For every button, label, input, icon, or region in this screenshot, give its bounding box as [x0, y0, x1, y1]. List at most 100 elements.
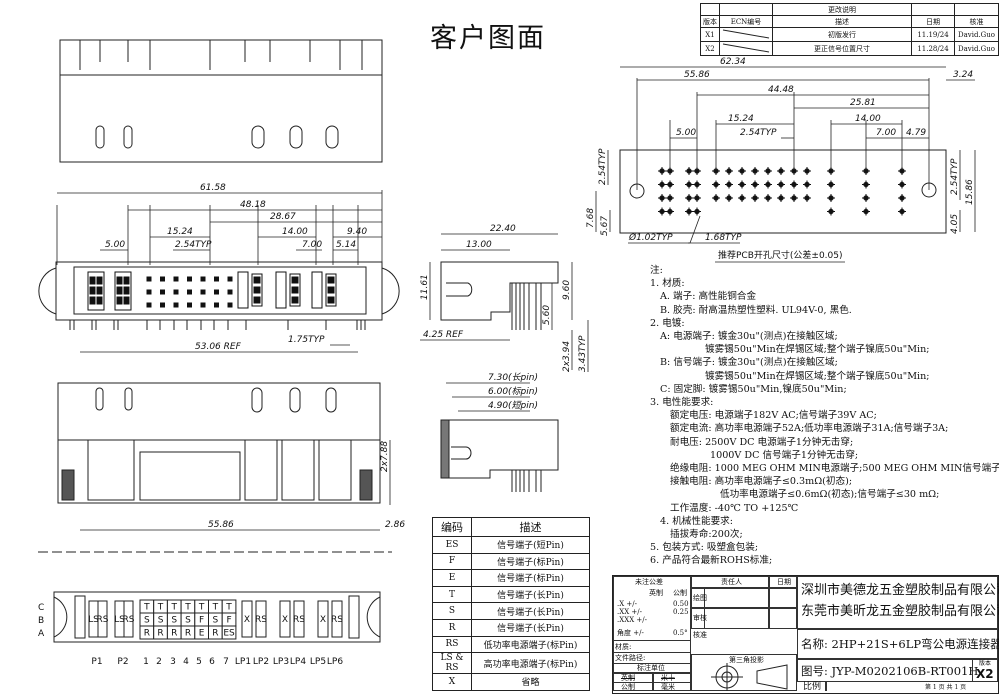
note-line: 镀雾锡50u"Min在焊锡区域;整个端子镍底50u"Min;	[705, 370, 930, 382]
contact	[89, 276, 96, 285]
mating-face-view	[38, 261, 400, 330]
legend-header-code: 编码	[432, 517, 472, 537]
tolerance-title: 未注公差	[635, 578, 663, 586]
pin-row-label: A	[38, 629, 45, 639]
dimension-label: 9.60	[562, 280, 572, 300]
dimension-label: 1.68TYP	[705, 233, 742, 243]
contact	[291, 286, 299, 294]
pin-code: RS	[255, 615, 267, 625]
pin-code: S	[212, 616, 218, 626]
signal-contact	[227, 276, 233, 282]
pcb-hole-cross	[658, 167, 666, 175]
pin-cell	[279, 600, 291, 638]
note-line: 4. 机械性能要求:	[660, 515, 733, 527]
responsible-label: 责任人	[721, 578, 742, 586]
pin-code: T	[225, 603, 232, 613]
tol-angle-val: 0.5°	[673, 629, 688, 637]
signal-contact	[146, 289, 152, 295]
signal-contact	[173, 302, 179, 308]
pcb-hole-cross	[764, 194, 772, 202]
lp-contact	[275, 271, 287, 309]
pcb-hole-cross	[725, 180, 733, 189]
pin-position-label: 2	[156, 657, 162, 667]
signal-contact	[200, 289, 206, 295]
pin-cell	[317, 600, 329, 638]
dimension-label: 48.18	[240, 200, 266, 210]
dimension-label: 4.90(短pin)	[488, 400, 538, 411]
contact	[291, 276, 299, 284]
pin-cell	[331, 600, 343, 638]
legend-code: E	[432, 569, 472, 587]
part-name: 名称: 2HP+21S+6LP弯公电源连接器	[801, 637, 999, 651]
note-line: 工作温度: -40℃ TO +125℃	[670, 502, 799, 514]
unit-mm: 毫米	[661, 683, 675, 691]
dimension-label: 2.54TYP	[175, 240, 212, 250]
note-line: B: 信号端子: 镀金30u"(测点)在接触区域;	[660, 357, 838, 369]
pin-position-label: 4	[183, 657, 189, 667]
title-block: 未注公差 英制 公制 .X +/- .XX +/- .XXX +/- 0.50 …	[612, 575, 999, 694]
note-line: 绝缘电阻: 1000 MEG OHM MIN电源端子;500 MEG OHM M…	[670, 463, 999, 475]
version-label: 版本	[979, 660, 992, 667]
pcb-hole-cross	[693, 207, 701, 216]
pcb-hole-cross	[666, 180, 674, 189]
pcb-hole-cross	[898, 194, 906, 202]
company-name-1: 深圳市美德龙五金塑胶制品有限公司	[801, 583, 999, 598]
lp-contact	[311, 271, 323, 309]
note-line: 低功率电源端子≤0.6mΩ(初态);信号端子≤30 mΩ;	[720, 489, 940, 501]
pin-position-label: 5	[196, 657, 202, 667]
dimension-label: 2.54TYP	[740, 128, 777, 138]
pin-code: T	[184, 603, 191, 613]
note-line: 5. 包装方式: 吸塑盒包装;	[650, 542, 759, 554]
pin-position-label: LP3	[273, 657, 289, 667]
unit-metric: 公制	[621, 683, 635, 691]
legend-desc: 高功率电源端子(标Pin)	[471, 652, 590, 675]
pin-position-label: P2	[117, 657, 128, 667]
pcb-hole-cross	[803, 167, 811, 175]
pcb-hole-cross	[725, 194, 733, 202]
pin-position-label: 7	[223, 657, 229, 667]
revision-row: X2 更正信号位置尺寸 11.28/24 David.Guo	[700, 41, 999, 56]
pin-code: S	[185, 616, 191, 626]
pcb-hole-cross	[738, 194, 746, 202]
pin-code: S	[171, 616, 177, 626]
pcb-hole-cross	[685, 194, 693, 202]
legend-code: F	[432, 552, 472, 571]
pin-code: S	[144, 616, 150, 626]
pcb-hole-cross	[751, 194, 759, 202]
pcb-hole-cross	[898, 180, 906, 189]
legend-desc: 信号端子(长Pin)	[471, 585, 590, 604]
pcb-hole-cross	[693, 194, 701, 202]
revision-table: 更改说明 版本 ECN编号 描述 日期 核准 X1 初版发行 11.19/24 …	[700, 3, 999, 56]
pin-row-label: C	[38, 603, 44, 613]
pcb-hole-cross	[764, 180, 772, 189]
pin-position-label: LP6	[327, 657, 343, 667]
contact	[89, 286, 96, 295]
pcb-hole-cross	[862, 180, 870, 189]
legend-code: ES	[432, 536, 472, 554]
pin-cell	[241, 600, 253, 638]
pin-cell	[221, 625, 237, 640]
dimension-label: 28.67	[270, 212, 296, 222]
dimension-label: 9.40	[347, 227, 367, 237]
unit-title: 标注单位	[637, 664, 665, 672]
pcb-caption: 推荐PCB开孔尺寸(公差±0.05)	[718, 249, 843, 261]
pin-position-label: LP2	[253, 657, 269, 667]
dimension-label: 15.24	[167, 227, 193, 237]
note-line: 额定电压: 电源端子182V AC;信号端子39V AC;	[670, 410, 877, 422]
contact	[123, 286, 130, 295]
legend-desc: 低功率电源端子(标Pin)	[471, 635, 590, 654]
pcb-hole-cross	[738, 167, 746, 175]
tol-xx: .XX +/-	[617, 608, 643, 616]
contact	[116, 286, 123, 295]
date-label: 日期	[777, 578, 791, 586]
drawing-number: 图号: JYP-M0202106B-RT001H	[801, 664, 979, 678]
pcb-hole-cross	[777, 194, 785, 202]
dimension-label: 3.43TYP	[578, 335, 588, 372]
pin-code: T	[171, 603, 178, 613]
signal-contact	[173, 276, 179, 282]
dimension-label: 7.00	[876, 128, 896, 138]
pin-position-label: LP1	[235, 657, 251, 667]
